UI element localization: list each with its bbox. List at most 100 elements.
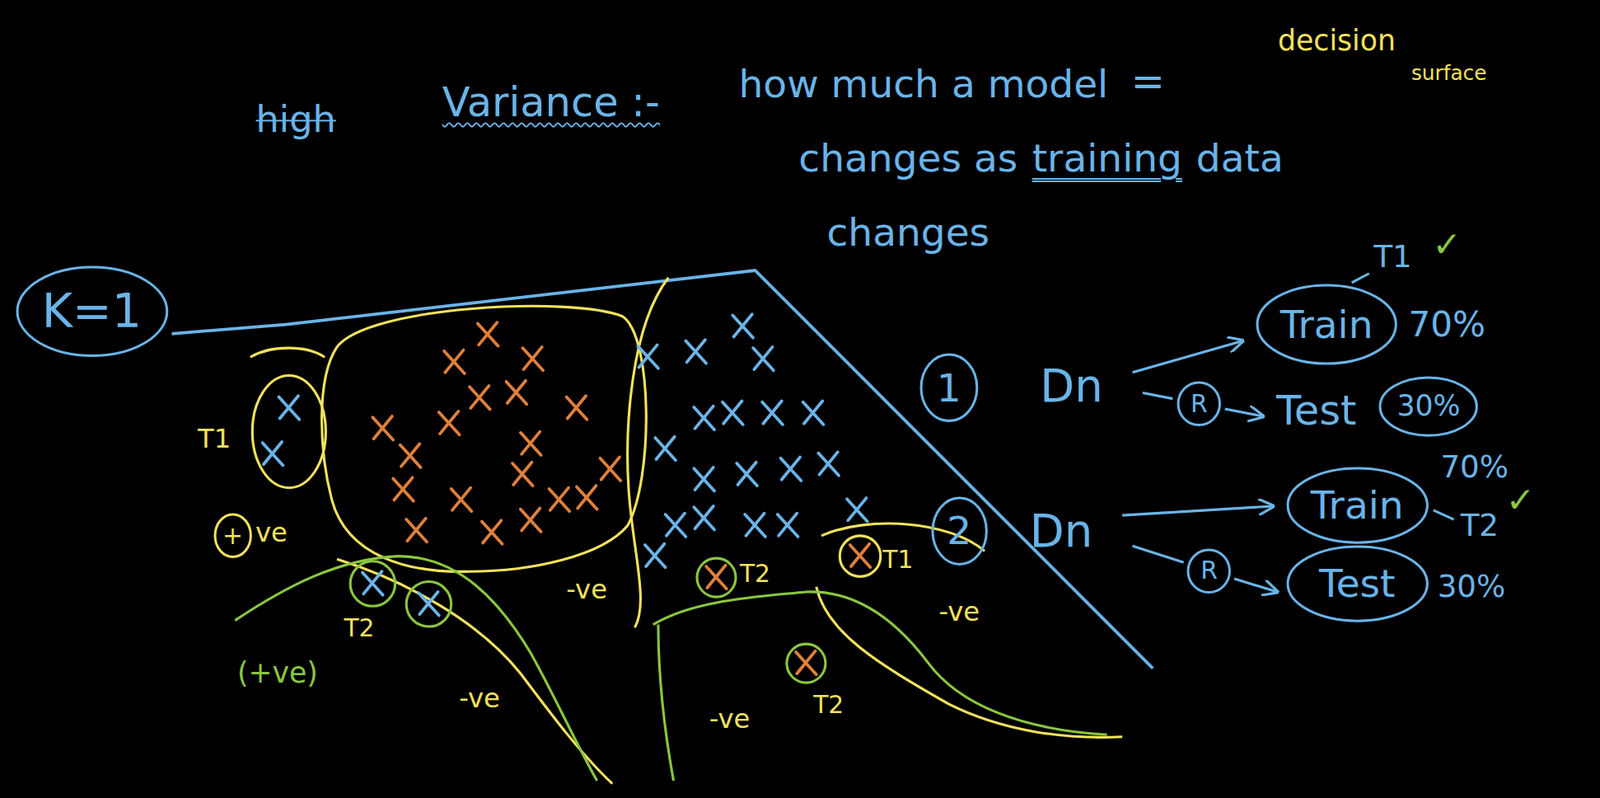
board-label: changes as — [798, 135, 1018, 181]
point-mark — [406, 518, 427, 542]
sample-circle — [406, 581, 451, 627]
board-label: (+ve) — [237, 656, 319, 690]
outline-ellipse — [1287, 467, 1427, 543]
region-outline — [816, 586, 1123, 738]
board-label: ✓ — [1506, 480, 1535, 520]
outline-ellipse — [1287, 546, 1427, 621]
sample-circle — [786, 643, 826, 683]
ellipse-node: Train — [1286, 466, 1429, 544]
board-label: T2 — [739, 559, 771, 588]
board-label: 70% — [1408, 304, 1486, 345]
board-label: T2 — [1460, 507, 1499, 543]
board-label: -ve — [566, 574, 608, 605]
board-label: Dn — [1029, 505, 1094, 557]
board-label: Variance :- — [442, 78, 660, 126]
point-mark — [780, 457, 801, 481]
negative-points — [372, 322, 871, 674]
board-label: data — [1196, 135, 1284, 181]
region-outline — [336, 558, 613, 783]
board-label: ve — [255, 517, 288, 548]
decision-curve — [234, 556, 597, 781]
point-mark — [512, 462, 534, 486]
split-arrow — [1132, 340, 1244, 372]
point-mark — [262, 441, 284, 465]
board-label: decision — [1277, 24, 1396, 58]
ellipse-node: K=1 — [15, 265, 169, 357]
outline-ellipse — [1188, 549, 1230, 593]
split-arrow — [1132, 545, 1184, 562]
board-label: 30% — [1437, 569, 1507, 605]
board-label: -ve — [938, 597, 980, 628]
point-mark — [685, 339, 707, 363]
node-text: + — [222, 521, 244, 550]
board-label: how much a model — [739, 60, 1109, 106]
ellipse-node: 30% — [1378, 375, 1479, 437]
point-mark — [566, 395, 588, 419]
board-label: = — [1131, 58, 1166, 106]
point-mark — [722, 400, 744, 424]
point-mark — [645, 543, 666, 567]
point-mark — [418, 591, 440, 615]
point-mark — [846, 497, 868, 521]
ellipse-node: 1 — [919, 352, 979, 422]
decision-curve — [658, 624, 674, 781]
split-arrow — [1234, 578, 1278, 592]
point-mark — [762, 400, 783, 424]
ellipse-node: R — [1176, 380, 1222, 427]
positive-points — [262, 313, 868, 615]
point-mark — [803, 400, 824, 424]
point-mark — [392, 477, 414, 501]
node-text: 2 — [946, 508, 972, 553]
decision-line — [171, 270, 1153, 669]
ellipse-node: R — [1186, 547, 1231, 595]
sample-circle — [350, 561, 395, 606]
board-label: Dn — [1039, 360, 1104, 412]
point-mark — [439, 411, 460, 435]
board-label: 70% — [1440, 449, 1509, 486]
node-text: 1 — [936, 365, 962, 411]
board-label: T2 — [343, 613, 375, 642]
point-mark — [693, 505, 715, 529]
point-mark — [520, 507, 542, 531]
region-outline — [322, 305, 647, 571]
split-arrow — [1225, 408, 1264, 417]
board-label: T1 — [197, 423, 231, 454]
region-outline — [252, 375, 326, 488]
point-mark — [362, 570, 384, 595]
point-mark — [693, 467, 715, 491]
board-label: training — [1032, 135, 1183, 181]
point-mark — [795, 650, 817, 674]
point-mark — [706, 565, 727, 589]
board-label: changes — [826, 210, 990, 255]
board-label: Test — [1276, 386, 1357, 434]
point-mark — [777, 513, 799, 537]
node-text: Train — [1280, 302, 1374, 347]
leader-line — [1352, 273, 1370, 283]
point-mark — [400, 443, 422, 467]
point-mark — [477, 322, 499, 346]
board-label: T1 — [1373, 239, 1412, 276]
point-mark — [278, 395, 300, 419]
board-label: T2 — [813, 689, 844, 718]
board-label: -ve — [709, 704, 751, 735]
point-mark — [736, 462, 758, 486]
point-mark — [451, 487, 473, 511]
node-text: 30% — [1396, 389, 1460, 423]
point-mark — [599, 457, 621, 481]
outline-ellipse — [1178, 382, 1220, 426]
ellipse-node: 2 — [930, 495, 988, 566]
split-arrow — [1142, 392, 1173, 399]
board-label: T1 — [882, 545, 913, 574]
node-text: Test — [1319, 561, 1396, 606]
board-label: ✓ — [1432, 224, 1462, 265]
node-text: K=1 — [42, 284, 142, 339]
point-mark — [522, 346, 543, 370]
point-mark — [818, 451, 839, 475]
ellipse-node: Train — [1255, 283, 1398, 365]
node-text: Train — [1310, 482, 1404, 528]
point-mark — [732, 313, 754, 337]
point-mark — [744, 513, 766, 537]
outline-ellipse — [921, 354, 978, 421]
decision-curve — [653, 591, 1108, 735]
